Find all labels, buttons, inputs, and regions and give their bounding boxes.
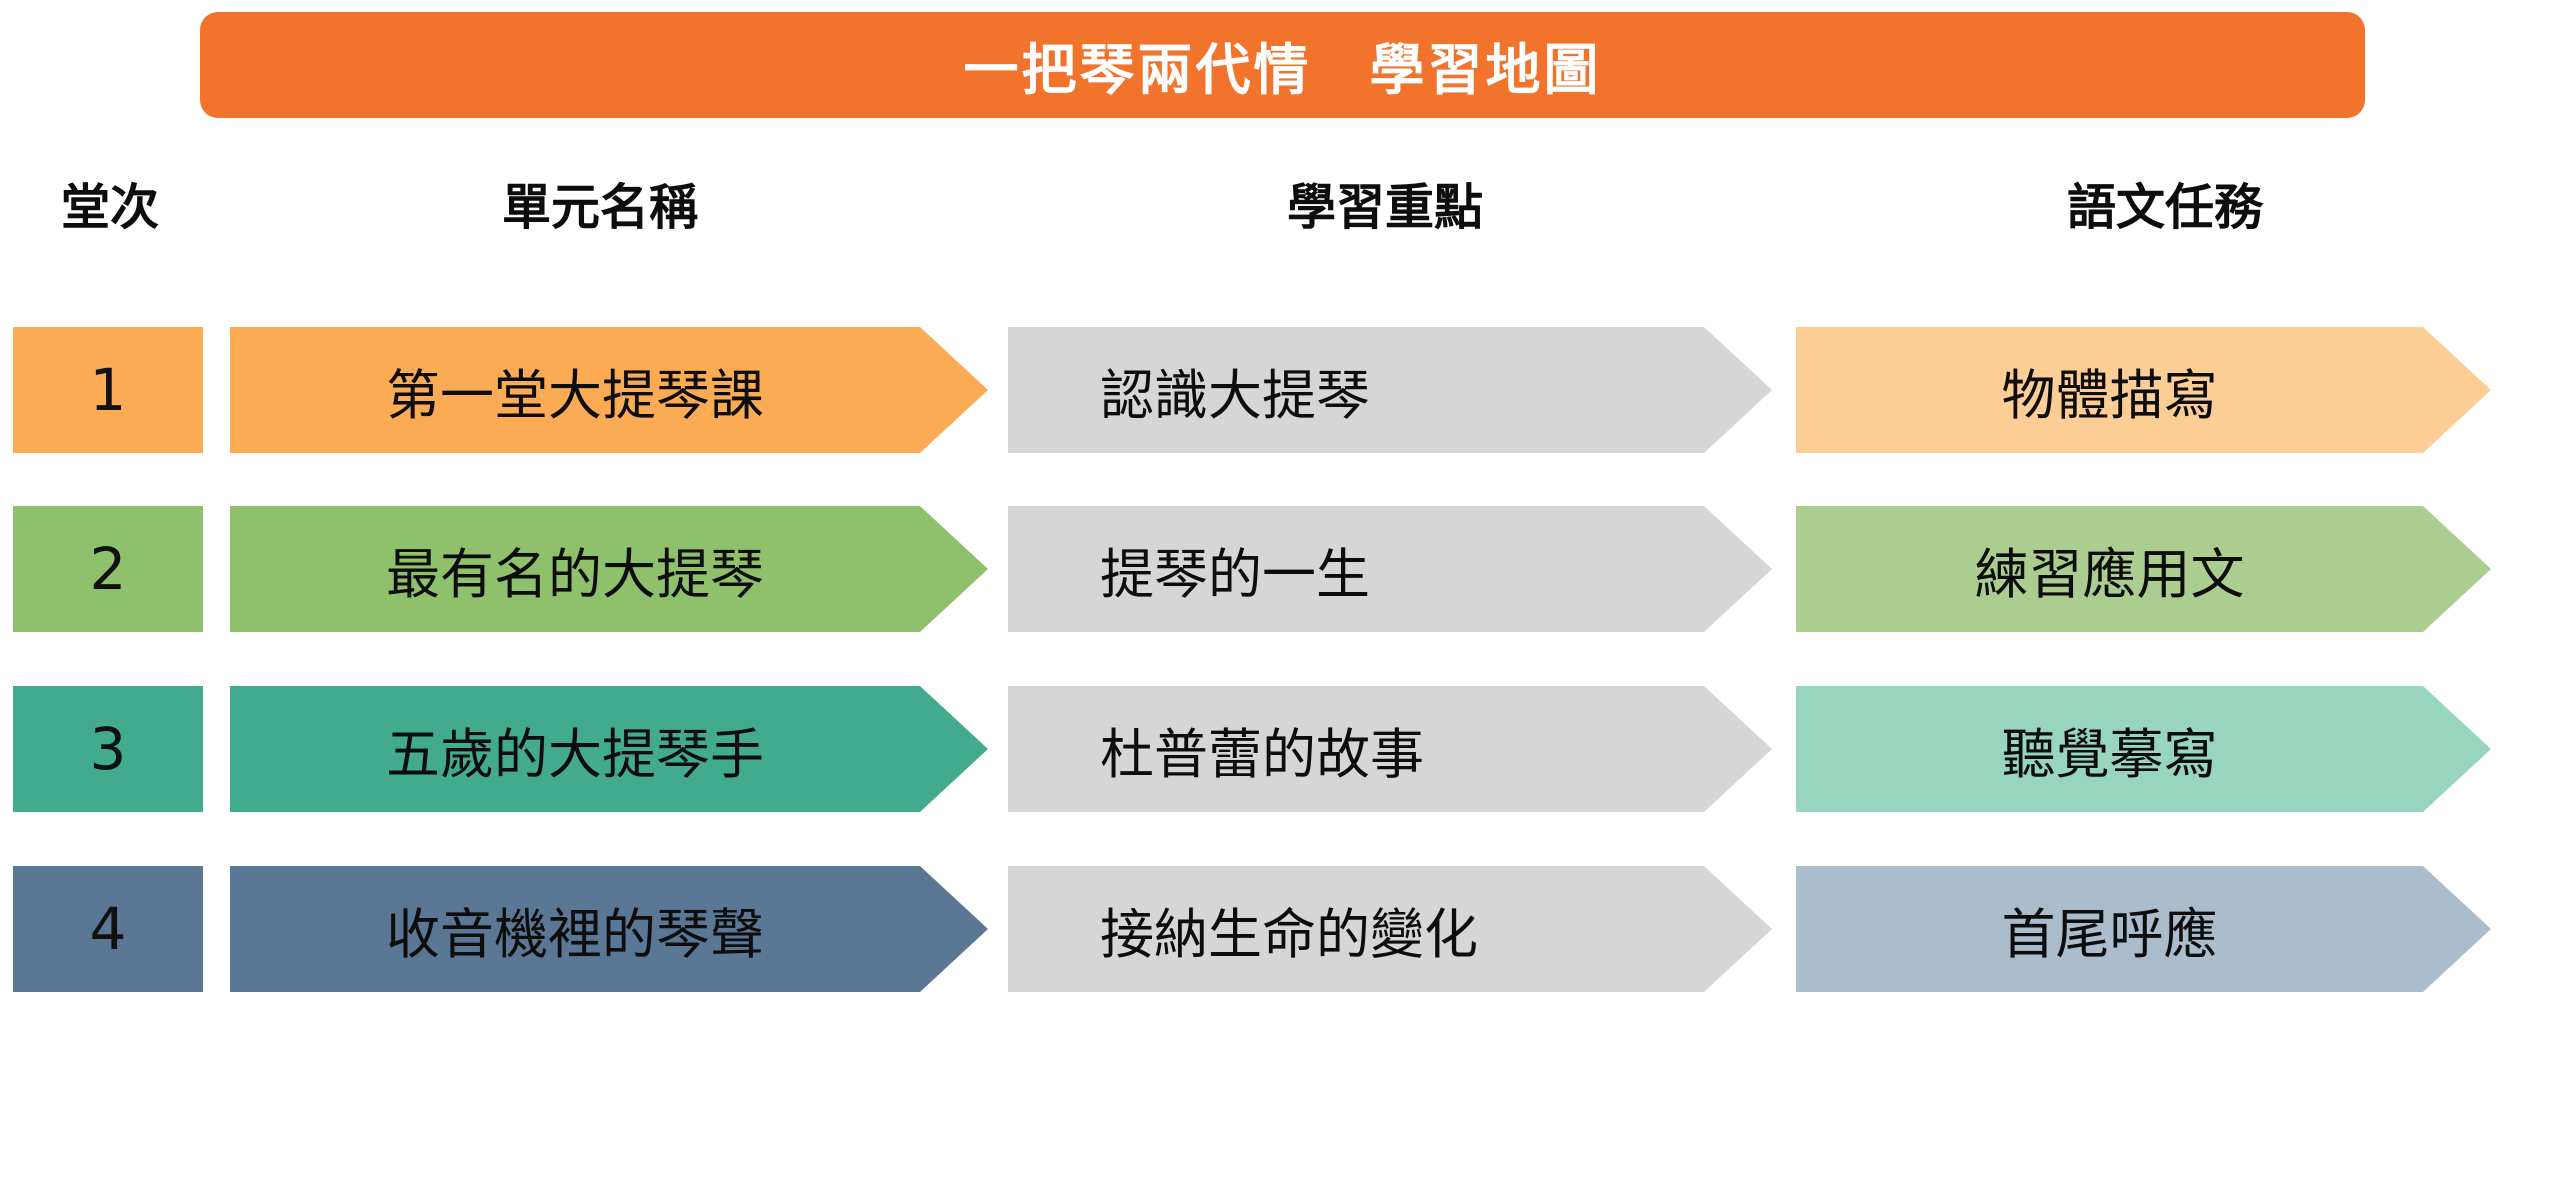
language-task-arrow: 物體描寫 xyxy=(1796,327,2491,453)
session-number: 3 xyxy=(89,715,127,783)
learning-focus-arrow: 提琴的一生 xyxy=(1008,506,1772,632)
unit-name-arrow: 五歲的大提琴手 xyxy=(230,686,988,812)
column-header-learning-focus: 學習重點 xyxy=(1286,179,1484,236)
lesson-row-4: 4 收音機裡的琴聲 接納生命的變化 首尾呼應 xyxy=(0,866,2560,992)
language-task-arrow: 首尾呼應 xyxy=(1796,866,2491,992)
language-task-arrow: 練習應用文 xyxy=(1796,506,2491,632)
session-number-box: 1 xyxy=(13,327,203,453)
title-banner: 一把琴兩代情 學習地圖 xyxy=(200,12,2365,118)
unit-name-arrow: 第一堂大提琴課 xyxy=(230,327,988,453)
learning-focus-label: 杜普蕾的故事 xyxy=(1100,722,1424,786)
learning-focus-label: 接納生命的變化 xyxy=(1100,902,1478,966)
unit-name-label: 最有名的大提琴 xyxy=(386,542,764,606)
learning-focus-label: 提琴的一生 xyxy=(1100,542,1370,606)
learning-focus-arrow: 認識大提琴 xyxy=(1008,327,1772,453)
session-number: 2 xyxy=(89,535,127,603)
language-task-label: 首尾呼應 xyxy=(2001,902,2218,966)
unit-name-label: 五歲的大提琴手 xyxy=(386,722,764,786)
session-number-box: 2 xyxy=(13,506,203,632)
session-number: 4 xyxy=(89,895,127,963)
language-task-arrow: 聽覺摹寫 xyxy=(1796,686,2491,812)
language-task-label: 聽覺摹寫 xyxy=(2001,722,2218,786)
learning-focus-arrow: 杜普蕾的故事 xyxy=(1008,686,1772,812)
unit-name-label: 第一堂大提琴課 xyxy=(386,363,764,427)
unit-name-label: 收音機裡的琴聲 xyxy=(386,902,764,966)
learning-focus-arrow: 接納生命的變化 xyxy=(1008,866,1772,992)
unit-name-arrow: 收音機裡的琴聲 xyxy=(230,866,988,992)
column-header-language-task: 語文任務 xyxy=(2066,179,2264,236)
column-header-unit-name: 單元名稱 xyxy=(501,179,699,236)
unit-name-arrow: 最有名的大提琴 xyxy=(230,506,988,632)
language-task-label: 物體描寫 xyxy=(2001,363,2218,427)
learning-focus-label: 認識大提琴 xyxy=(1100,363,1370,427)
language-task-label: 練習應用文 xyxy=(1974,542,2245,606)
column-header-session: 堂次 xyxy=(60,179,160,236)
session-number-box: 4 xyxy=(13,866,203,992)
lesson-row-1: 1 第一堂大提琴課 認識大提琴 物體描寫 xyxy=(0,327,2560,453)
lesson-row-2: 2 最有名的大提琴 提琴的一生 練習應用文 xyxy=(0,506,2560,632)
lesson-row-3: 3 五歲的大提琴手 杜普蕾的故事 聽覺摹寫 xyxy=(0,686,2560,812)
page-title: 一把琴兩代情 學習地圖 xyxy=(963,38,1602,102)
session-number: 1 xyxy=(89,356,127,424)
session-number-box: 3 xyxy=(13,686,203,812)
